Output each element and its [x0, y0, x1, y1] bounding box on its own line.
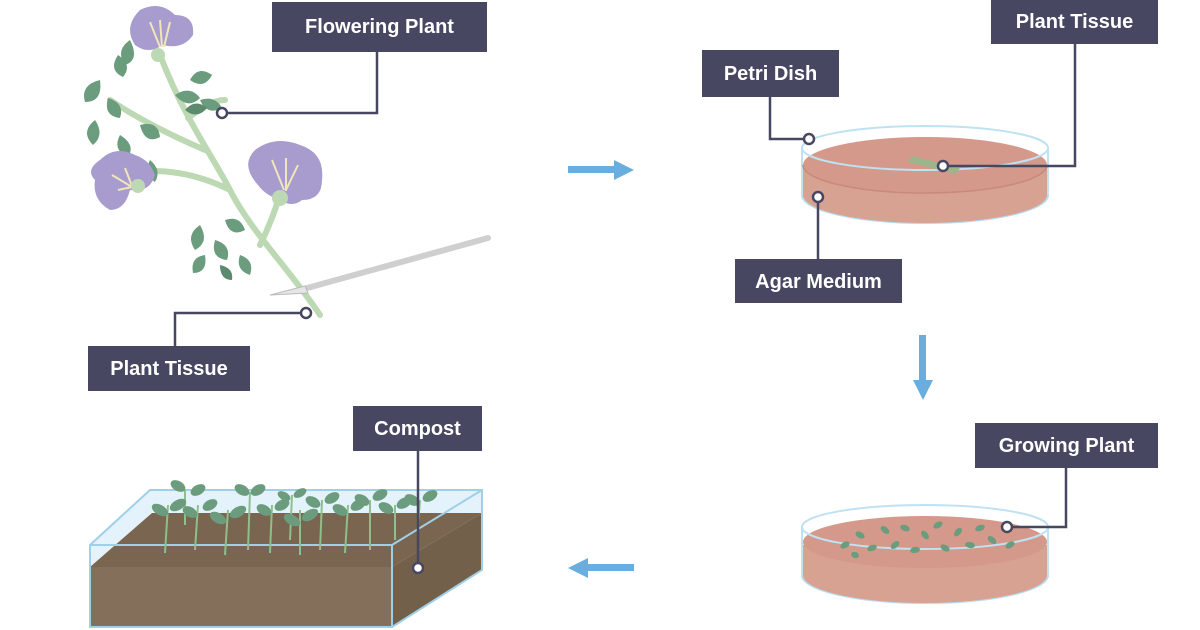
label-text: Petri Dish: [724, 63, 817, 85]
compost-tray: [89, 480, 483, 628]
flower-icon: [248, 141, 323, 206]
flower-icon: [91, 151, 155, 210]
seedling-icon: [151, 480, 438, 556]
label-text: Plant Tissue: [110, 358, 227, 380]
flowering-plant-illustration: [84, 6, 491, 318]
arrow-left-icon: [568, 558, 634, 578]
label-growing-plant: Growing Plant: [975, 423, 1158, 468]
leader-line: [943, 44, 1077, 168]
pointer-dot: [802, 132, 816, 146]
flower-icon: [130, 6, 194, 62]
leader-line: [173, 311, 306, 346]
pointer-dot: [215, 106, 229, 120]
label-text: Growing Plant: [999, 435, 1135, 457]
label-plant-tissue-dish: Plant Tissue: [991, 0, 1158, 44]
pointer-dot: [811, 190, 825, 204]
pointer-dot: [411, 561, 425, 575]
label-plant-tissue-cut: Plant Tissue: [88, 346, 250, 391]
scalpel-icon: [269, 235, 491, 296]
pointer-dot: [936, 159, 950, 173]
label-petri-dish: Petri Dish: [702, 50, 839, 97]
arrow-right-icon: [568, 160, 634, 180]
label-text: Agar Medium: [755, 271, 882, 293]
pointer-dot: [299, 306, 313, 320]
pointer-dot: [1000, 520, 1014, 534]
label-flowering-plant: Flowering Plant: [272, 2, 487, 52]
petri-dish-growing-plants: [801, 504, 1049, 604]
arrow-down-icon: [913, 335, 933, 400]
label-text: Flowering Plant: [305, 16, 454, 38]
label-text: Compost: [374, 418, 461, 440]
label-agar-medium: Agar Medium: [735, 259, 902, 303]
leader-line: [1007, 467, 1068, 529]
label-text: Plant Tissue: [1016, 11, 1133, 33]
leader-line: [768, 97, 809, 141]
label-compost: Compost: [353, 406, 482, 451]
petri-dish-with-tissue: [801, 125, 1049, 224]
seedling-icon: [840, 521, 1015, 559]
leader-line: [222, 52, 379, 115]
